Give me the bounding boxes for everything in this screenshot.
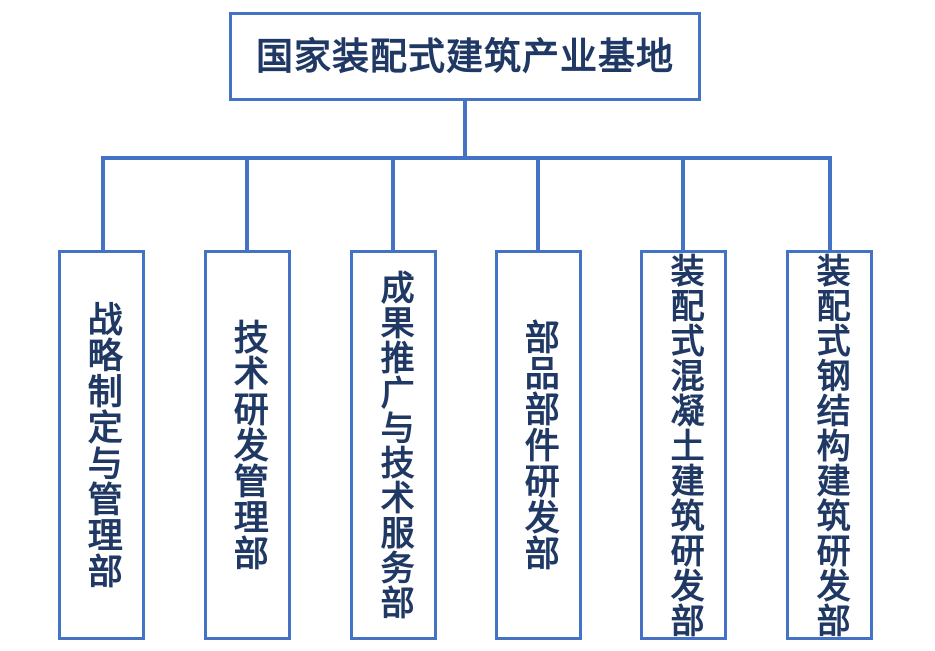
child-node-4-label: 部品部件研发部 <box>519 319 559 571</box>
connector-drop-4 <box>536 156 540 250</box>
root-node-label: 国家装配式建筑产业基地 <box>256 36 674 77</box>
connector-root-stem <box>463 101 467 160</box>
child-node-5-label: 装配式混凝土建筑研发部 <box>665 252 704 638</box>
child-node-2[interactable]: 技术研发管理部 <box>204 250 291 640</box>
child-node-1[interactable]: 战略制定与管理部 <box>58 250 145 640</box>
child-node-6[interactable]: 装配式钢结构建筑研发部 <box>786 250 873 640</box>
connector-drop-5 <box>681 156 685 250</box>
connector-drop-3 <box>391 156 395 250</box>
child-node-5[interactable]: 装配式混凝土建筑研发部 <box>640 250 727 640</box>
child-node-6-label: 装配式钢结构建筑研发部 <box>811 252 850 638</box>
connector-drop-2 <box>245 156 249 250</box>
root-node[interactable]: 国家装配式建筑产业基地 <box>229 12 701 101</box>
child-node-1-label: 战略制定与管理部 <box>82 301 122 589</box>
connector-drop-1 <box>101 156 105 250</box>
child-node-3-label: 成果推广与技术服务部 <box>375 270 414 620</box>
connector-drop-6 <box>828 156 832 250</box>
connector-horizontal-bus <box>101 156 832 160</box>
child-node-2-label: 技术研发管理部 <box>228 319 268 571</box>
child-node-3[interactable]: 成果推广与技术服务部 <box>350 250 437 640</box>
child-node-4[interactable]: 部品部件研发部 <box>495 250 582 640</box>
